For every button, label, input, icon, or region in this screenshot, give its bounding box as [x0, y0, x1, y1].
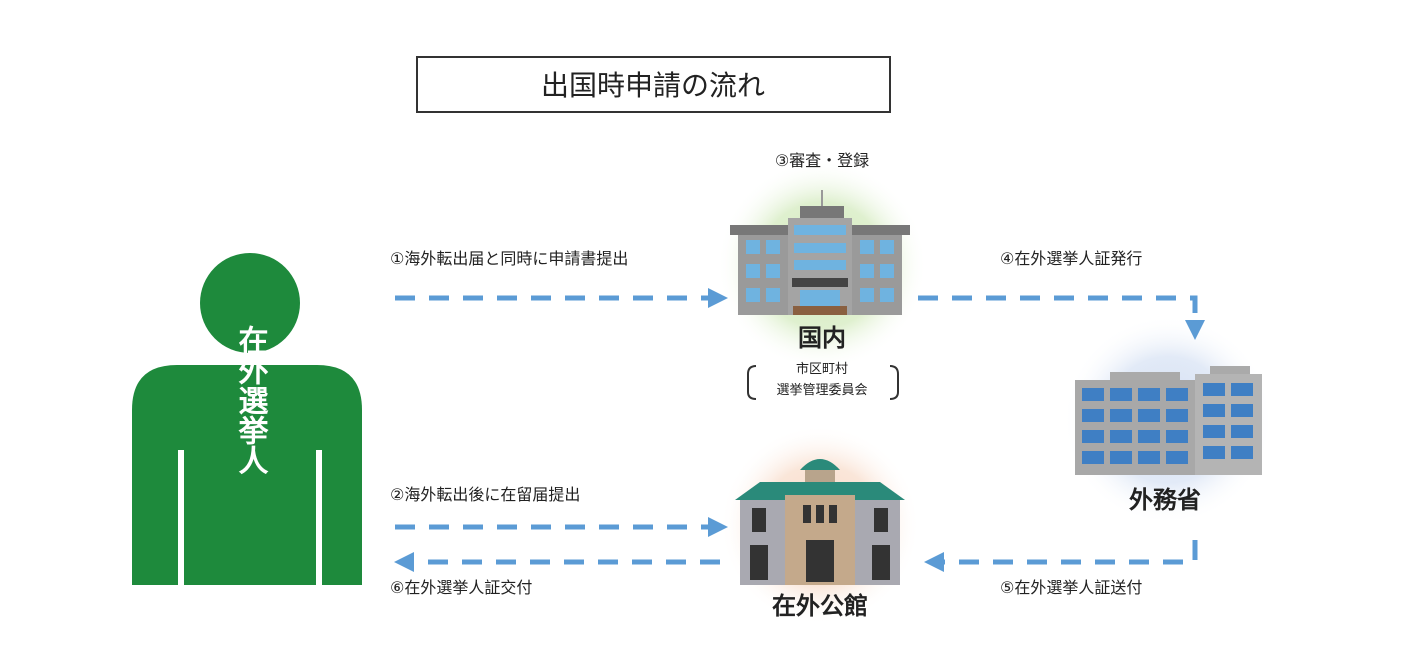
window	[1203, 383, 1225, 396]
person-head	[200, 253, 300, 353]
step5-label: ⑤在外選挙人証送付	[1000, 578, 1142, 597]
window	[1138, 409, 1160, 422]
window	[1110, 388, 1132, 401]
window	[1110, 451, 1132, 464]
window	[1231, 383, 1253, 396]
window	[1138, 388, 1160, 401]
window	[1166, 430, 1188, 443]
window	[1110, 430, 1132, 443]
domestic-sub1: 市区町村	[796, 361, 848, 377]
window	[1166, 388, 1188, 401]
window	[1138, 430, 1160, 443]
domestic-office: 国内 市区町村 選挙管理委員会	[717, 160, 927, 400]
window	[1166, 409, 1188, 422]
arrow-step4	[918, 295, 1205, 340]
window	[1082, 409, 1104, 422]
page-title: 出国時申請の流れ	[541, 69, 765, 102]
mofa-label: 外務省	[1129, 486, 1201, 514]
title-box: 出国時申請の流れ	[416, 56, 891, 113]
window	[1138, 451, 1160, 464]
window	[1231, 425, 1253, 438]
window	[1231, 446, 1253, 459]
mofa-office: 外務省	[1063, 315, 1273, 525]
person-body	[132, 365, 362, 585]
step2-label: ②海外転出後に在留届提出	[390, 485, 580, 504]
window	[1082, 430, 1104, 443]
step1-label: ①海外転出届と同時に申請書提出	[390, 249, 628, 268]
step3-label: ③審査・登録	[775, 151, 869, 170]
arrow-step5	[924, 540, 1198, 572]
domestic-label: 国内	[798, 324, 846, 352]
embassy-office: 在外公館	[720, 425, 920, 625]
window	[1203, 425, 1225, 438]
embassy-label: 在外公館	[772, 592, 868, 620]
step6-label: ⑥在外選挙人証交付	[390, 578, 532, 597]
window	[1082, 451, 1104, 464]
window	[1082, 388, 1104, 401]
domestic-sub2: 選挙管理委員会	[776, 383, 867, 398]
window	[1203, 404, 1225, 417]
window	[1110, 409, 1132, 422]
window	[1231, 404, 1253, 417]
person-label: 在外選挙人	[233, 325, 270, 475]
step4-label: ④在外選挙人証発行	[1000, 249, 1142, 268]
window	[1166, 451, 1188, 464]
person-figure: 在外選挙人	[132, 253, 362, 585]
window	[1203, 446, 1225, 459]
